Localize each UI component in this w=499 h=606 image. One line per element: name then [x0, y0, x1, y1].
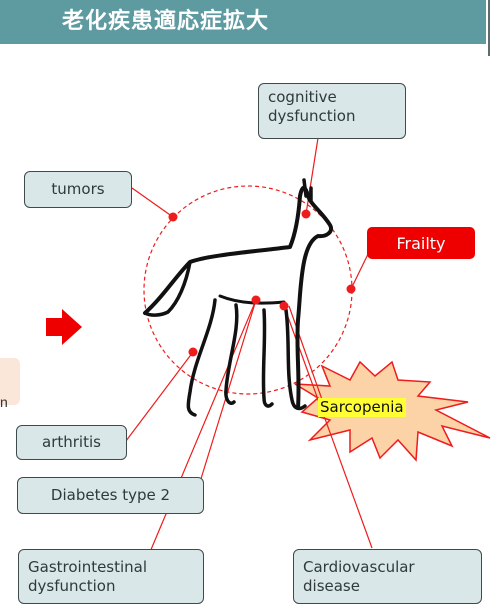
cognitive-dysfunction-box: cognitive dysfunction	[258, 83, 406, 139]
connector-arthritis	[126, 352, 193, 441]
right-arrow-icon	[46, 309, 82, 345]
frailty-box: Frailty	[367, 227, 475, 259]
connector-gastro	[150, 300, 256, 552]
diabetes-type-2-box: Diabetes type 2	[17, 477, 204, 514]
dot-frailty	[347, 285, 356, 294]
sarcopenia-label: Sarcopenia	[318, 398, 406, 417]
dot-cardio	[280, 302, 289, 311]
arthritis-box: arthritis	[16, 425, 127, 460]
dot-diabetes	[252, 296, 261, 305]
dot-cognitive	[302, 210, 311, 219]
connector-tumors	[132, 188, 173, 217]
dot-tumors	[169, 213, 178, 222]
cardiovascular-disease-box: Cardiovascular disease	[293, 549, 482, 604]
connector-sarcopenia	[289, 306, 325, 408]
gastrointestinal-dysfunction-box: Gastrointestinal dysfunction	[18, 549, 204, 604]
dot-arthritis	[189, 348, 198, 357]
tumors-box: tumors	[24, 171, 132, 208]
